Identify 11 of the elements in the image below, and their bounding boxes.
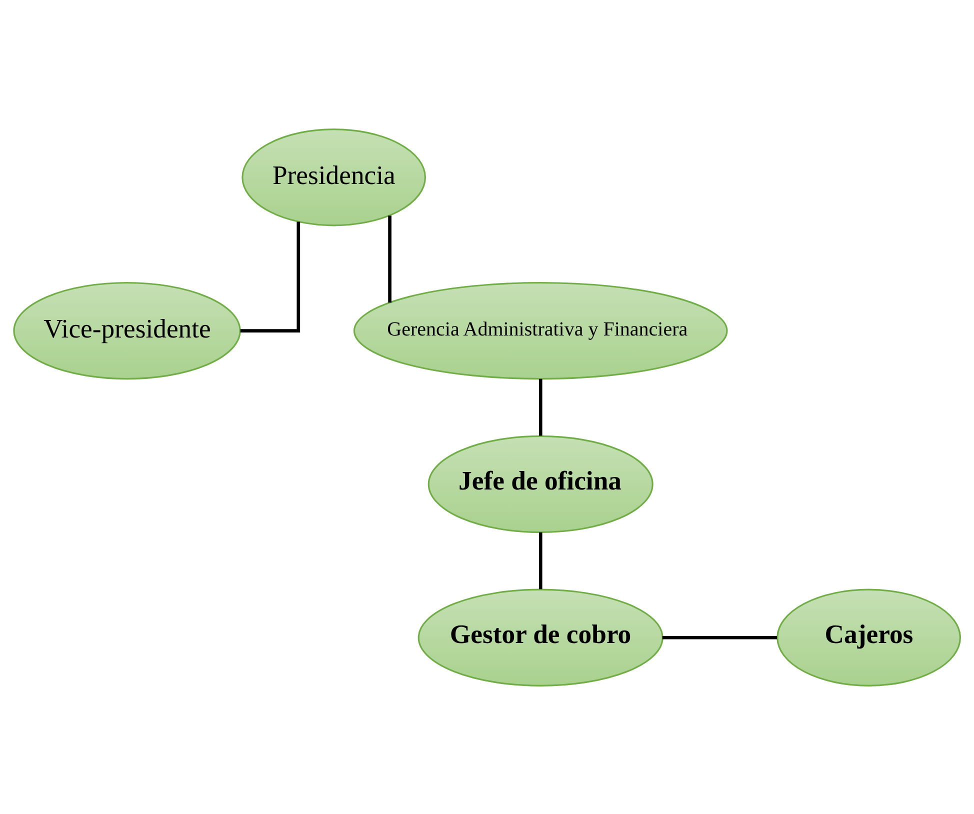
connector [538, 532, 542, 589]
node-ellipse: Gestor de cobro [418, 588, 664, 686]
node-ellipse: Cajeros [776, 588, 961, 686]
connector [538, 378, 542, 436]
node-ellipse: Vice-presidente [13, 281, 241, 380]
node-ellipse: Jefe de oficina [428, 434, 654, 533]
connector [388, 215, 392, 302]
connector [662, 635, 778, 639]
node-ellipse: Presidencia [242, 128, 426, 226]
node-ellipse: Gerencia Administrativa y Financiera [353, 281, 728, 380]
connector [240, 221, 300, 332]
